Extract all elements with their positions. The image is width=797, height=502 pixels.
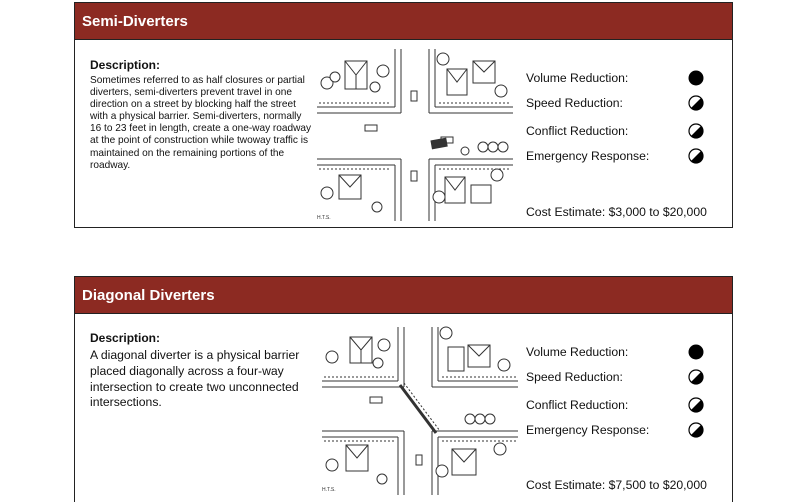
cost-estimate: Cost Estimate: $7,500 to $20,000	[526, 478, 707, 492]
section-title: Semi-Diverters	[75, 3, 732, 40]
semi-diverter-street-map: H.T.S.	[317, 49, 513, 221]
description-heading: Description:	[90, 331, 161, 345]
description-block: Description: Sometimes referred to as ha…	[90, 58, 315, 172]
rating-label: Speed Reduction:	[526, 96, 623, 110]
diagonal-diverter-street-map: H.T.S.	[322, 326, 518, 495]
half-circle-icon	[688, 422, 704, 438]
rating-speed-reduction: Speed Reduction:	[526, 368, 706, 386]
half-circle-icon	[688, 123, 704, 139]
rating-label: Emergency Response:	[526, 149, 650, 163]
map-credit: H.T.S.	[317, 215, 331, 221]
rating-label: Volume Reduction:	[526, 71, 629, 85]
rating-volume-reduction: Volume Reduction:	[526, 343, 706, 361]
section-title: Diagonal Diverters	[75, 277, 732, 314]
description-heading: Description:	[90, 58, 161, 72]
cost-estimate: Cost Estimate: $3,000 to $20,000	[526, 205, 707, 219]
rating-speed-reduction: Speed Reduction:	[526, 94, 706, 112]
diagonal-diverters-card: Diagonal Diverters Description: A diagon…	[74, 276, 733, 502]
rating-emergency-response: Emergency Response:	[526, 421, 706, 439]
rating-conflict-reduction: Conflict Reduction:	[526, 396, 706, 414]
map-credit: H.T.S.	[322, 487, 336, 493]
rating-volume-reduction: Volume Reduction:	[526, 69, 706, 87]
half-circle-icon	[688, 397, 704, 413]
rating-label: Volume Reduction:	[526, 345, 629, 359]
half-circle-icon	[688, 369, 704, 385]
rating-conflict-reduction: Conflict Reduction:	[526, 122, 706, 140]
rating-label: Speed Reduction:	[526, 370, 623, 384]
description-block: Description: A diagonal diverter is a ph…	[90, 331, 315, 411]
rating-label: Emergency Response:	[526, 423, 650, 437]
rating-emergency-response: Emergency Response:	[526, 147, 706, 165]
description-text: A diagonal diverter is a physical barrie…	[90, 348, 300, 410]
half-circle-icon	[688, 148, 704, 164]
rating-label: Conflict Reduction:	[526, 124, 629, 138]
full-circle-icon	[688, 344, 704, 360]
semi-diverters-card: Semi-Diverters Description: Sometimes re…	[74, 2, 733, 228]
full-circle-icon	[688, 70, 704, 86]
rating-label: Conflict Reduction:	[526, 398, 629, 412]
description-text: Sometimes referred to as half closures o…	[90, 75, 312, 171]
half-circle-icon	[688, 95, 704, 111]
